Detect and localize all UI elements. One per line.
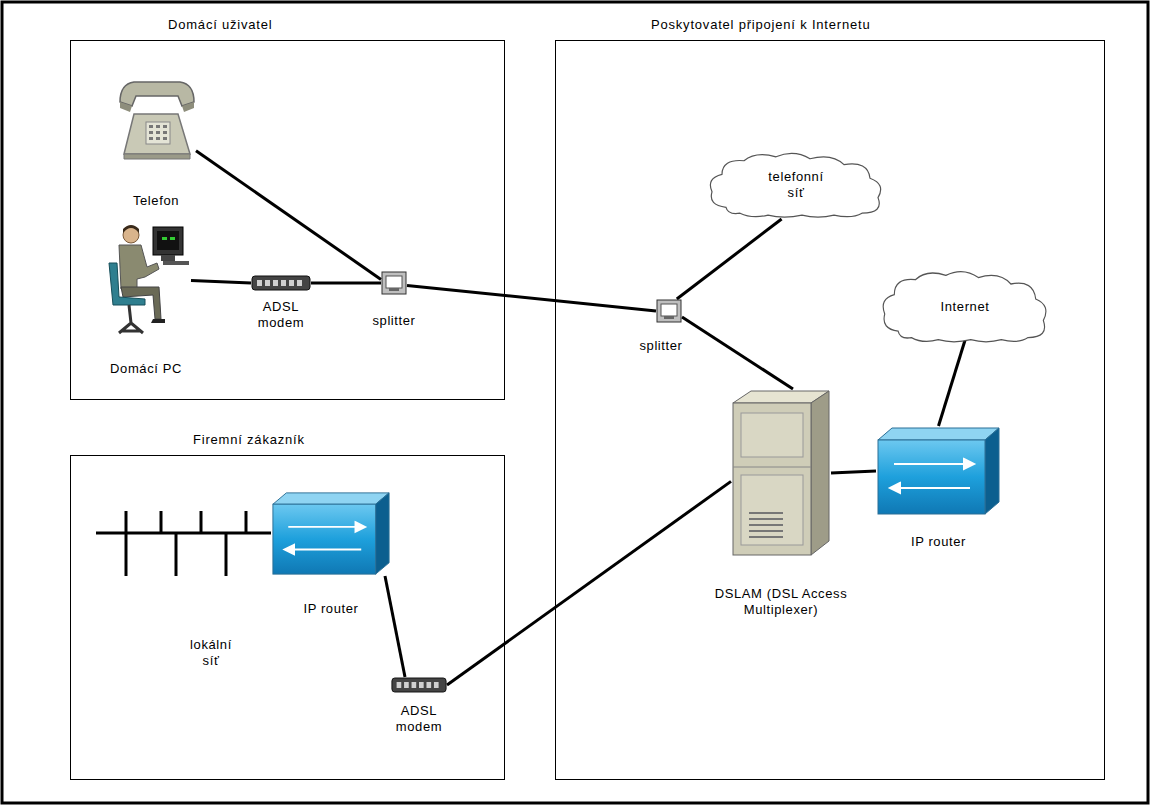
region-box: Poskytovatel připojení k Internetutelefo… bbox=[555, 40, 1105, 780]
cable-line bbox=[677, 219, 782, 299]
ip-router-icon: IP router bbox=[271, 491, 391, 576]
telephone-icon: Telefon bbox=[116, 76, 196, 161]
region-heading: Poskytovatel připojení k Internetu bbox=[649, 17, 872, 33]
splitter-icon: splitter bbox=[656, 299, 682, 323]
lan-bus-symbol-drawing bbox=[96, 491, 271, 576]
cable-line bbox=[385, 576, 405, 677]
lan-bus-symbol: lokální síť bbox=[96, 491, 271, 576]
device-label: splitter bbox=[624, 338, 698, 354]
device-label: splitter bbox=[357, 313, 431, 329]
device-label: IP router bbox=[284, 601, 378, 617]
adsl-modem-icon-drawing bbox=[391, 677, 447, 693]
cable-line bbox=[831, 471, 876, 473]
ip-router-icon: IP router bbox=[876, 426, 1001, 516]
cable-line bbox=[939, 340, 966, 426]
splitter-icon-drawing bbox=[656, 299, 682, 323]
network-cloud: telefonní síť bbox=[706, 151, 886, 219]
cable-line bbox=[311, 282, 381, 285]
dslam-icon: DSLAM (DSL Access Multiplexer) bbox=[731, 389, 831, 557]
region-box: Firemní zákazníklokální síťIP routerADSL… bbox=[70, 455, 505, 780]
network-cloud: Internet bbox=[879, 269, 1051, 344]
device-label: ADSL modem bbox=[390, 703, 448, 735]
region-heading: Domácí uživatel bbox=[166, 17, 274, 33]
adsl-modem-icon-drawing bbox=[251, 275, 311, 291]
telephone-icon-drawing bbox=[116, 76, 196, 161]
splitter-icon-drawing bbox=[381, 271, 407, 295]
cloud-text-area: Internet bbox=[879, 269, 1051, 344]
region-heading: Firemní zákazník bbox=[191, 432, 307, 448]
device-label: ADSL modem bbox=[252, 299, 310, 331]
cable-line bbox=[196, 151, 381, 280]
home-pc-icon: Domácí PC bbox=[101, 223, 191, 338]
network-name: Internet bbox=[903, 299, 1027, 315]
ip-router-icon-drawing bbox=[876, 426, 1001, 516]
region-box: Domácí uživatelTelefonDomácí PCADSL mode… bbox=[70, 40, 505, 400]
cable-line bbox=[447, 481, 731, 685]
cable-line bbox=[682, 317, 793, 389]
cable-line bbox=[407, 285, 656, 311]
adsl-modem-icon: ADSL modem bbox=[251, 275, 311, 291]
ip-router-icon-drawing bbox=[271, 491, 391, 576]
splitter-icon: splitter bbox=[381, 271, 407, 295]
dslam-icon-drawing bbox=[731, 389, 831, 557]
device-label: lokální síť bbox=[181, 637, 241, 669]
home-pc-icon-drawing bbox=[101, 223, 191, 338]
cable-line bbox=[191, 281, 251, 284]
network-name: telefonní síť bbox=[759, 169, 833, 201]
device-label: Telefon bbox=[114, 193, 198, 209]
device-label: DSLAM (DSL Access Multiplexer) bbox=[684, 586, 878, 618]
device-label: Domácí PC bbox=[89, 361, 203, 377]
adsl-modem-icon: ADSL modem bbox=[391, 677, 447, 693]
cloud-text-area: telefonní síť bbox=[706, 151, 886, 219]
device-label: IP router bbox=[892, 534, 986, 550]
